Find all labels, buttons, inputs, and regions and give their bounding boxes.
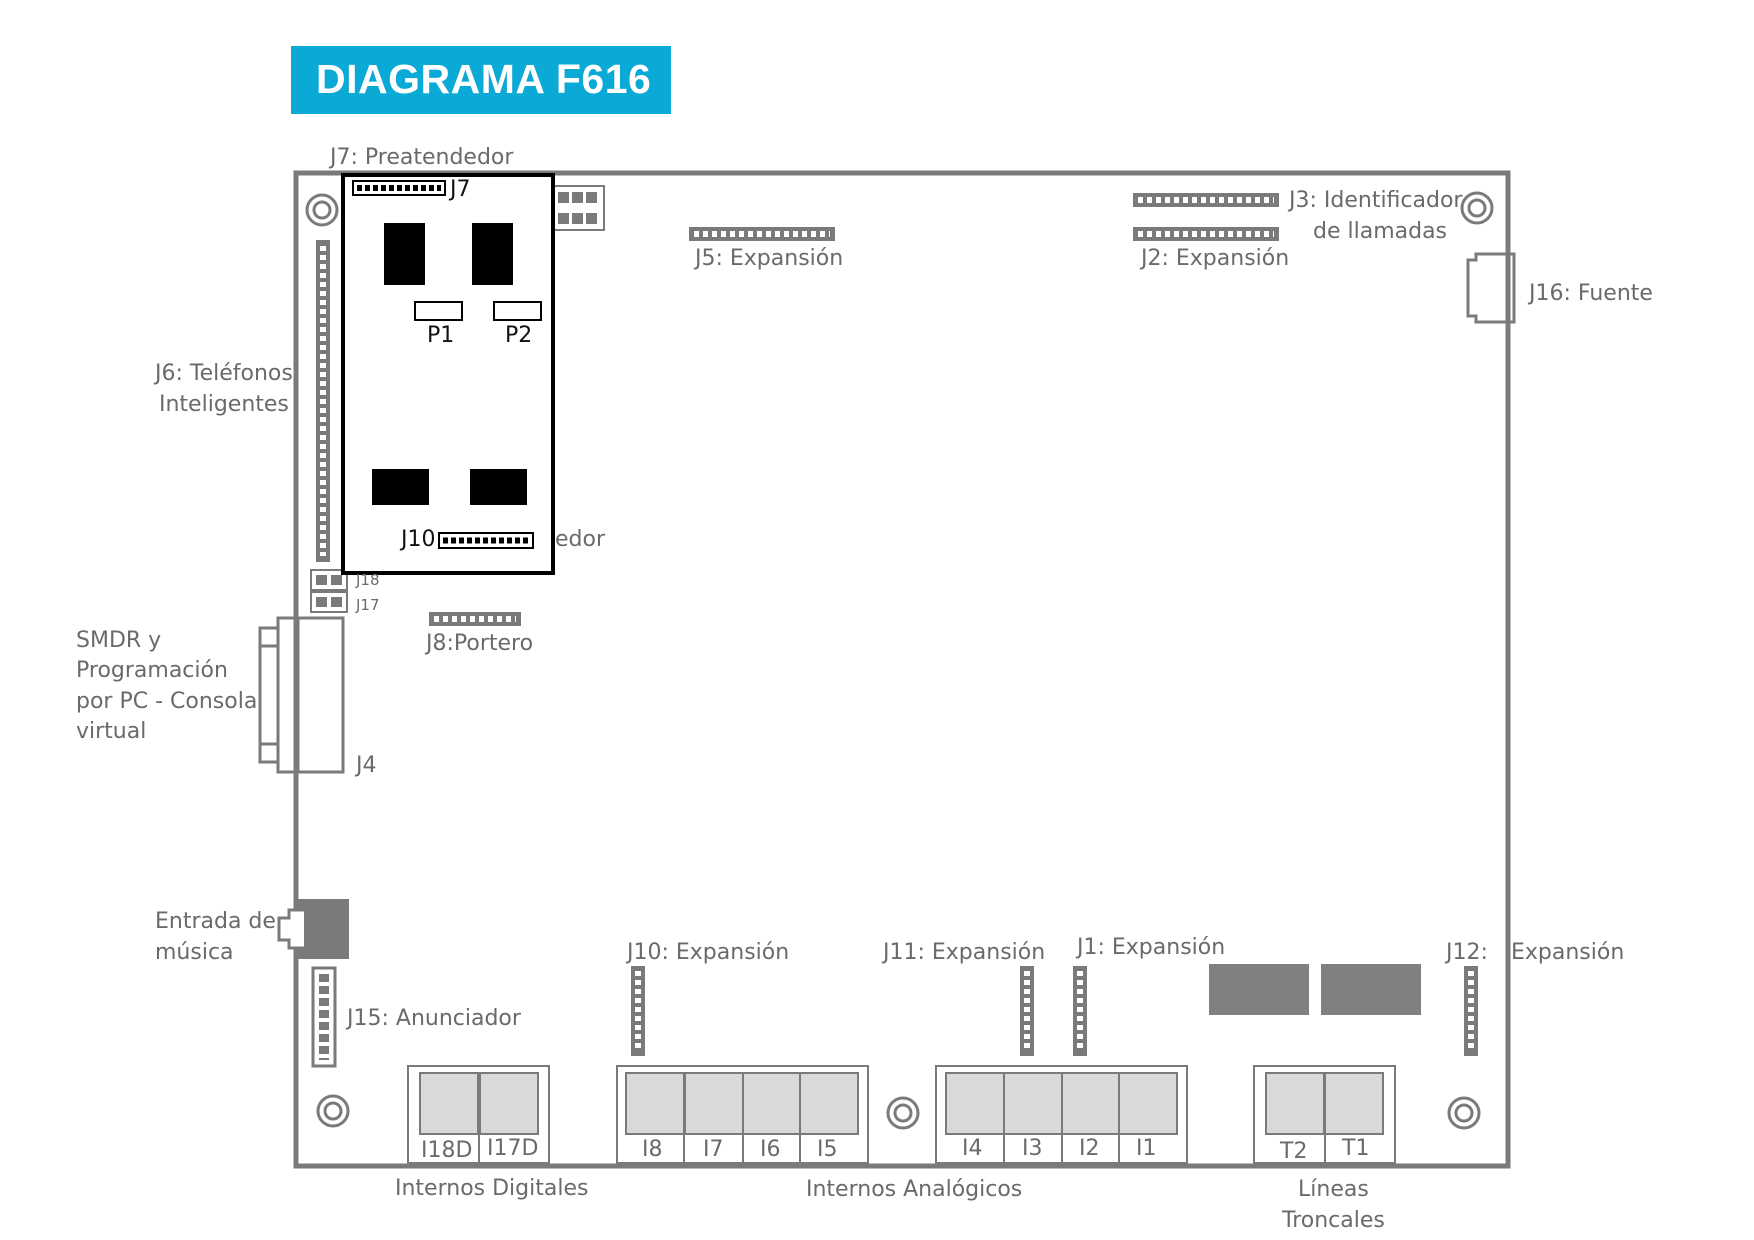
j4-connector [258, 616, 345, 774]
j2-connector [1133, 227, 1279, 241]
board-outline [293, 170, 1511, 1169]
port-label-i18d: I18D [421, 1138, 473, 1163]
label-lineas-line1: Líneas [1298, 1177, 1369, 1202]
label-j17: J17 [356, 596, 380, 614]
j8-connector [429, 612, 521, 626]
mount-hole-bottom-left [316, 1094, 350, 1128]
label-j12-exp: Expansión [1511, 940, 1625, 965]
analog-ports-left [616, 1065, 869, 1164]
module-label-p1: P1 [427, 323, 455, 348]
j15-connector [311, 966, 337, 1068]
label-j3-line2: de llamadas [1313, 219, 1448, 244]
j10-exp-connector [631, 966, 645, 1056]
label-entrada-line2: música [155, 940, 234, 965]
mount-hole-top-right [1460, 191, 1494, 225]
trunk-ports [1253, 1065, 1396, 1164]
port-label-i8: I8 [642, 1137, 663, 1162]
label-j5: J5: Expansión [695, 246, 844, 271]
relay-block-left [1209, 964, 1309, 1015]
music-jack [277, 899, 349, 959]
label-j7: J7: Preatendedor [330, 145, 514, 170]
j3-connector [1133, 193, 1279, 207]
side-header [551, 185, 605, 231]
label-j8: J8:Portero [426, 631, 534, 656]
port-label-i1: I1 [1136, 1136, 1157, 1161]
port-label-i6: I6 [760, 1137, 781, 1162]
label-lineas-line2: Troncales [1282, 1208, 1385, 1233]
label-j12: J12: [1446, 940, 1488, 965]
label-internos-analogicos: Internos Analógicos [806, 1177, 1023, 1202]
preatendedor-module [341, 173, 555, 575]
j1-exp-connector [1073, 966, 1087, 1056]
label-j11-exp: J11: Expansión [883, 940, 1046, 965]
j12-exp-connector [1464, 966, 1478, 1056]
port-label-i17d: I17D [487, 1136, 539, 1161]
mount-hole-top-left [305, 193, 339, 227]
port-label-i4: I4 [962, 1136, 983, 1161]
label-j16: J16: Fuente [1529, 281, 1653, 306]
label-j6-line2: Inteligentes [159, 392, 289, 417]
port-label-i5: I5 [817, 1137, 838, 1162]
j5-connector [689, 227, 835, 241]
title-banner [291, 46, 671, 114]
page-title: DIAGRAMA F616 [316, 56, 652, 102]
label-j2: J2: Expansión [1141, 246, 1290, 271]
j17-header [310, 591, 348, 613]
label-j10-partial: edor [555, 527, 606, 552]
port-label-i3: I3 [1022, 1136, 1043, 1161]
j18-header [310, 569, 348, 591]
label-entrada-line1: Entrada de [155, 909, 276, 934]
label-j6-line1: J6: Teléfonos [155, 361, 293, 386]
analog-ports-right [935, 1065, 1188, 1164]
label-j15: J15: Anunciador [347, 1006, 521, 1031]
label-j1-exp: J1: Expansión [1077, 935, 1226, 960]
relay-block-right [1321, 964, 1421, 1015]
label-j18: J18 [356, 571, 380, 589]
digital-ports [407, 1065, 550, 1164]
label-smdr-line3: por PC - Consola [76, 689, 258, 714]
mount-hole-bottom-middle [886, 1096, 920, 1130]
j16-connector [1466, 252, 1516, 324]
label-j10-exp: J10: Expansión [627, 940, 790, 965]
module-label-j7: J7 [450, 177, 471, 202]
label-j4: J4 [356, 753, 377, 778]
mount-hole-bottom-right [1447, 1096, 1481, 1130]
j6-connector [316, 240, 330, 562]
label-smdr-line2: Programación [76, 658, 228, 683]
label-internos-digitales: Internos Digitales [395, 1176, 589, 1201]
j11-exp-connector [1020, 966, 1034, 1056]
port-label-t1: T1 [1342, 1136, 1370, 1161]
module-label-j10: J10 [401, 527, 436, 552]
module-label-p2: P2 [505, 323, 533, 348]
port-label-i2: I2 [1079, 1136, 1100, 1161]
label-j3: J3: Identificador [1289, 188, 1463, 213]
port-label-t2: T2 [1280, 1139, 1308, 1164]
label-smdr-line4: virtual [76, 719, 147, 744]
label-smdr-line1: SMDR y [76, 628, 162, 653]
port-label-i7: I7 [703, 1137, 724, 1162]
